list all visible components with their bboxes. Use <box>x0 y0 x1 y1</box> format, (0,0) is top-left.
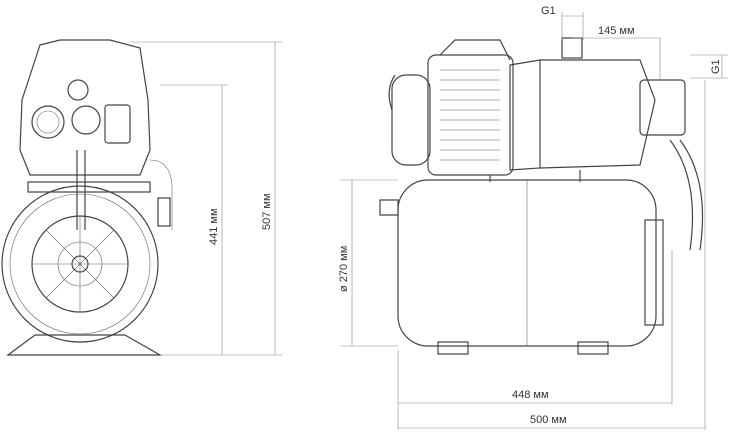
side-dimensions: ø 270 мм 448 мм 500 мм G1 145 мм G1 <box>338 5 728 430</box>
dim-270: ø 270 мм <box>338 246 350 292</box>
dim-145: 145 мм <box>598 25 635 37</box>
dim-g1-right: G1 <box>710 59 722 74</box>
dim-500: 500 мм <box>530 414 567 426</box>
dim-g1-top: G1 <box>541 5 556 17</box>
dim-441: 441 мм <box>208 208 220 245</box>
front-view <box>1 39 173 356</box>
dim-448: 448 мм <box>512 389 549 401</box>
dim-507: 507 мм <box>261 193 273 230</box>
side-view <box>379 37 704 355</box>
front-dimensions: 507 мм 441 мм <box>130 41 282 356</box>
